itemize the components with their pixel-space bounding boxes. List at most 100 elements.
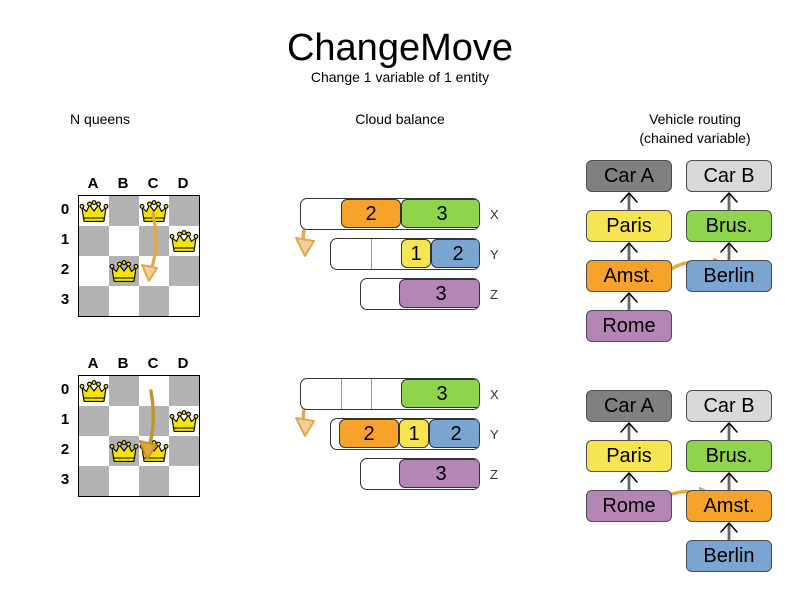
board-cell-D0[interactable]	[169, 196, 199, 226]
location-node-paris[interactable]: Paris	[586, 440, 672, 472]
location-node-berlin[interactable]: Berlin	[686, 260, 772, 292]
board-cell-B0[interactable]	[109, 196, 139, 226]
chain-link	[586, 422, 672, 440]
chain-link	[586, 472, 672, 490]
computer-label-Z: Z	[490, 467, 498, 482]
chain-link	[586, 292, 672, 310]
board-cell-B0[interactable]	[109, 376, 139, 406]
board-row-label-1: 1	[60, 411, 70, 428]
computer-capacity-bar[interactable]: 3	[300, 378, 480, 410]
board-cell-A1[interactable]	[79, 226, 109, 256]
board-cell-A2[interactable]	[79, 256, 109, 286]
process-block-2[interactable]: 2	[339, 419, 399, 448]
vehicle-node-cara[interactable]: Car A	[586, 160, 672, 192]
computer-capacity-bar[interactable]: 3	[360, 278, 480, 310]
process-block-3[interactable]: 3	[401, 379, 479, 408]
process-block-2[interactable]: 2	[341, 199, 401, 228]
board-cell-D2[interactable]	[169, 436, 199, 466]
chain-arrow-icon	[620, 422, 638, 440]
process-block-3[interactable]: 3	[399, 459, 479, 488]
process-block-1[interactable]: 1	[401, 239, 431, 268]
board-cell-B3[interactable]	[109, 466, 139, 496]
capacity-divider	[341, 379, 342, 409]
chain-link	[686, 242, 772, 260]
vehicle-node-carb[interactable]: Car B	[686, 160, 772, 192]
board-cell-B1[interactable]	[109, 406, 139, 436]
board-cell-C3[interactable]	[139, 466, 169, 496]
board-cell-A1[interactable]	[79, 406, 109, 436]
board-column-label-C: C	[147, 175, 159, 192]
board-cell-D3[interactable]	[169, 466, 199, 496]
process-block-2[interactable]: 2	[429, 419, 479, 448]
location-node-amst[interactable]: Amst.	[586, 260, 672, 292]
chain-link	[686, 422, 772, 440]
chain-link	[686, 522, 772, 540]
chain-link	[686, 192, 772, 210]
board-row-label-0: 0	[60, 381, 70, 398]
board-column-label-B: B	[117, 355, 129, 372]
process-block-1[interactable]: 1	[399, 419, 429, 448]
process-block-3[interactable]: 3	[399, 279, 479, 308]
location-node-brus[interactable]: Brus.	[686, 210, 772, 242]
computer-capacity-bar[interactable]: 3	[360, 458, 480, 490]
section-title-cloud-balance: Cloud balance	[355, 111, 445, 127]
vehicle-chain-car-b[interactable]: Car B Brus. Berlin	[0, 160, 800, 340]
board-column-label-C: C	[147, 355, 159, 372]
computer-label-Y: Y	[490, 427, 499, 442]
board-column-label-A: A	[87, 355, 99, 372]
section-title-vehicle-routing: Vehicle routing (chained variable)	[605, 110, 785, 148]
board-column-label-A: A	[87, 175, 99, 192]
process-block-3[interactable]: 3	[401, 199, 479, 228]
location-node-paris[interactable]: Paris	[586, 210, 672, 242]
vehicle-node-carb[interactable]: Car B	[686, 390, 772, 422]
board-cell-A2[interactable]	[79, 436, 109, 466]
computer-label-X: X	[490, 387, 499, 402]
board-cell-C3[interactable]	[139, 286, 169, 316]
location-node-rome[interactable]: Rome	[586, 310, 672, 342]
chain-arrow-icon	[720, 422, 738, 440]
board-row-label-3: 3	[60, 291, 70, 308]
board-cell-D2[interactable]	[169, 256, 199, 286]
vrp-title-line2: (chained variable)	[639, 130, 751, 146]
location-node-rome[interactable]: Rome	[586, 490, 672, 522]
location-node-amst[interactable]: Amst.	[686, 490, 772, 522]
board-cell-A3[interactable]	[79, 286, 109, 316]
chain-arrow-icon	[620, 472, 638, 490]
chain-arrow-icon	[620, 192, 638, 210]
vehicle-chain-car-b[interactable]: Car B Brus. Amst. Berlin	[0, 390, 800, 572]
computer-label-Z: Z	[490, 287, 498, 302]
board-cell-D3[interactable]	[169, 286, 199, 316]
board-row-label-0: 0	[60, 201, 70, 218]
board-column-label-B: B	[117, 175, 129, 192]
board-row-label-1: 1	[60, 231, 70, 248]
capacity-divider	[371, 379, 372, 409]
board-cell-A3[interactable]	[79, 466, 109, 496]
board-cell-B3[interactable]	[109, 286, 139, 316]
process-block-2[interactable]: 2	[431, 239, 479, 268]
chain-link	[686, 472, 772, 490]
vehicle-node-cara[interactable]: Car A	[586, 390, 672, 422]
location-node-berlin[interactable]: Berlin	[686, 540, 772, 572]
board-cell-B1[interactable]	[109, 226, 139, 256]
chain-arrow-icon	[720, 472, 738, 490]
location-node-brus[interactable]: Brus.	[686, 440, 772, 472]
board-cell-D0[interactable]	[169, 376, 199, 406]
